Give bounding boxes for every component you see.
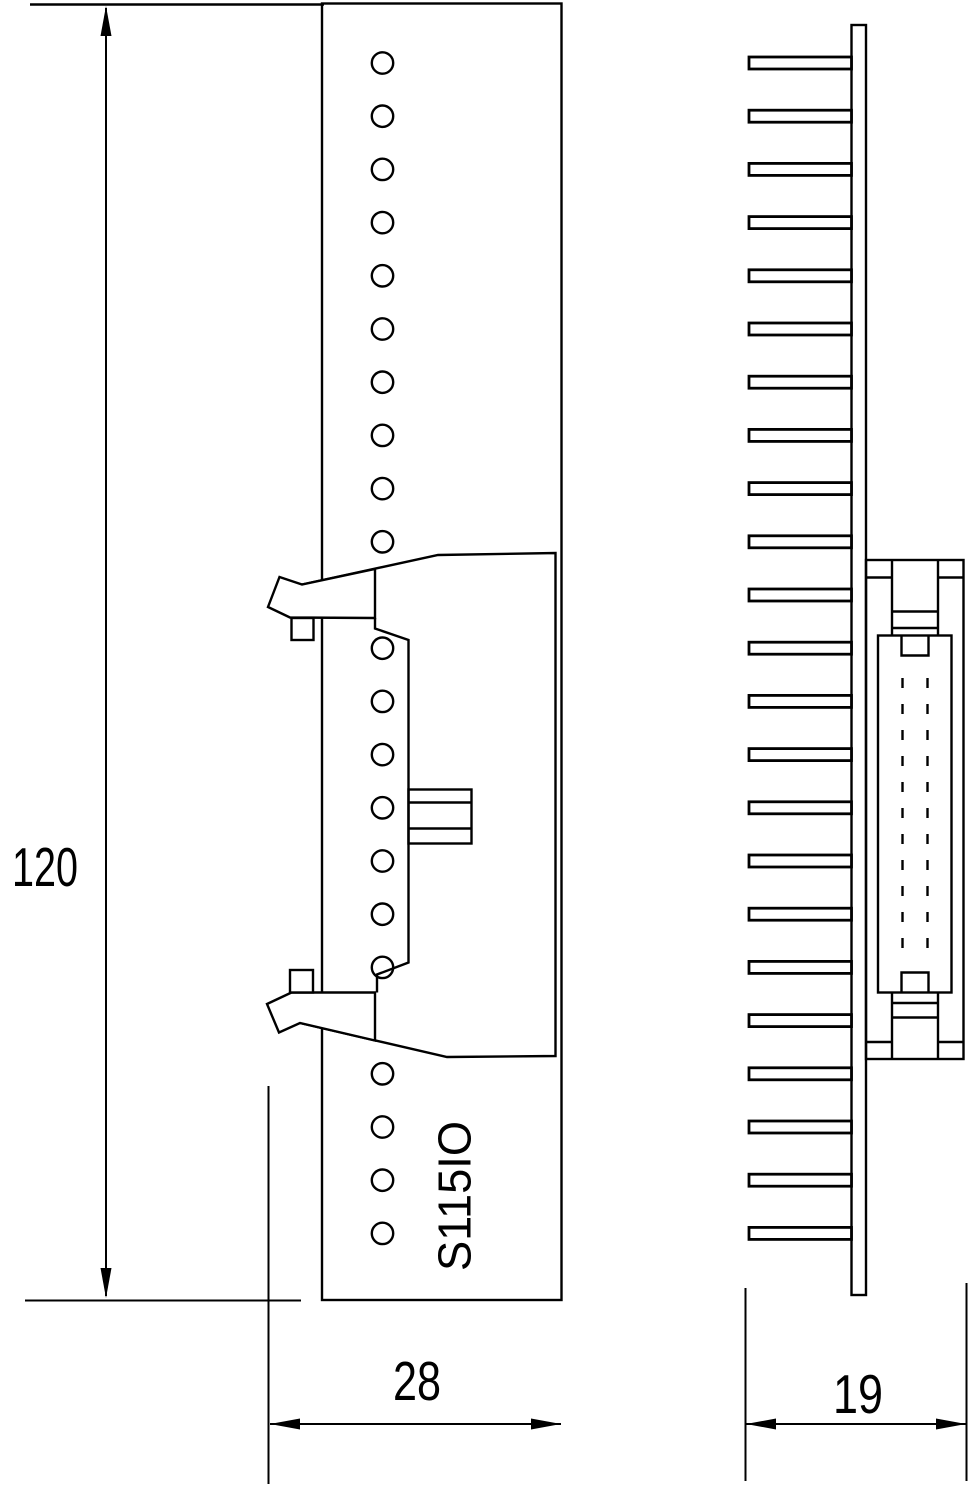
height-dimension-value: 120: [12, 836, 78, 898]
terminal-pin: [747, 853, 853, 869]
terminal-pin: [747, 268, 853, 284]
mounting-hole: [370, 51, 395, 75]
mounting-hole: [370, 1061, 395, 1086]
din-clip-stop-lower: [288, 968, 315, 994]
mounting-hole: [370, 795, 395, 820]
terminal-pin: [747, 694, 853, 709]
mounting-hole: [370, 742, 395, 767]
din-clip-lever-upper: [266, 567, 377, 620]
arrowhead-left-icon: [270, 1418, 300, 1430]
mounting-hole: [370, 1115, 395, 1139]
mounting-hole: [370, 263, 395, 288]
dimensions: 120 28 19: [12, 6, 968, 1484]
mounting-hole: [370, 529, 395, 554]
mounting-hole: [370, 104, 395, 129]
mounting-hole: [370, 1168, 395, 1193]
terminal-pin: [747, 800, 853, 816]
terminal-pin: [747, 427, 853, 443]
arrowhead-right-icon: [531, 1418, 561, 1430]
terminal-pin: [747, 1226, 853, 1241]
terminal-pin: [747, 960, 853, 975]
terminal-pin: [747, 747, 853, 762]
mounting-hole: [370, 902, 395, 927]
dimension-depth: 19: [744, 1283, 968, 1481]
mounting-hole: [370, 636, 395, 661]
mounting-hole: [370, 370, 395, 395]
terminal-pin: [747, 640, 853, 656]
front-connector-tab: [407, 788, 473, 845]
mounting-hole: [370, 955, 395, 980]
arrowhead-left-icon: [746, 1418, 776, 1430]
carrier-board: [850, 23, 868, 1297]
arrowhead-up-icon: [100, 6, 112, 36]
terminal-pin: [747, 587, 853, 603]
polarization-notch-top: [900, 635, 930, 657]
arrowhead-down-icon: [100, 1268, 112, 1298]
polarization-notch-bottom: [900, 971, 930, 993]
terminal-pin: [747, 1013, 853, 1028]
housing-outline: [864, 558, 965, 1061]
front-connector-tab-outline: [407, 788, 473, 845]
dimension-height: 120: [12, 6, 301, 1302]
side-view: [747, 23, 965, 1297]
product-label: S115IO: [429, 1121, 481, 1271]
terminal-pin: [747, 1172, 853, 1188]
arrowhead-right-icon: [936, 1418, 966, 1430]
mounting-hole: [370, 157, 395, 182]
mounting-hole: [370, 1221, 395, 1246]
terminal-pin: [747, 215, 853, 231]
side-connector-housing: [864, 558, 965, 1061]
terminal-pin: [747, 161, 853, 177]
module-body-outline: [320, 2, 563, 1302]
mounting-hole: [370, 210, 395, 235]
mounting-hole: [370, 849, 395, 873]
mounting-holes: [370, 51, 395, 1246]
hood-outline: [299, 551, 557, 1059]
terminal-pin: [747, 374, 853, 390]
terminal-pin: [747, 1119, 853, 1135]
mounting-hole: [370, 689, 395, 714]
pin-row: [747, 55, 853, 1241]
terminal-pin: [747, 481, 853, 497]
terminal-pin: [747, 108, 853, 124]
depth-dimension-value: 19: [833, 1363, 883, 1425]
width-dimension-value: 28: [393, 1350, 441, 1412]
mounting-hole: [370, 476, 395, 501]
header-body: [876, 634, 953, 994]
terminal-pin: [747, 55, 853, 71]
dimension-width: 28: [267, 1086, 561, 1484]
terminal-pin: [747, 321, 853, 337]
din-clip-stop-upper: [290, 616, 315, 642]
terminal-pin: [747, 906, 853, 922]
mounting-hole: [370, 317, 395, 341]
mounting-hole: [370, 423, 395, 448]
terminal-pin: [747, 1066, 853, 1082]
terminal-pin: [747, 534, 853, 550]
front-view: S115IO: [30, 2, 563, 1302]
